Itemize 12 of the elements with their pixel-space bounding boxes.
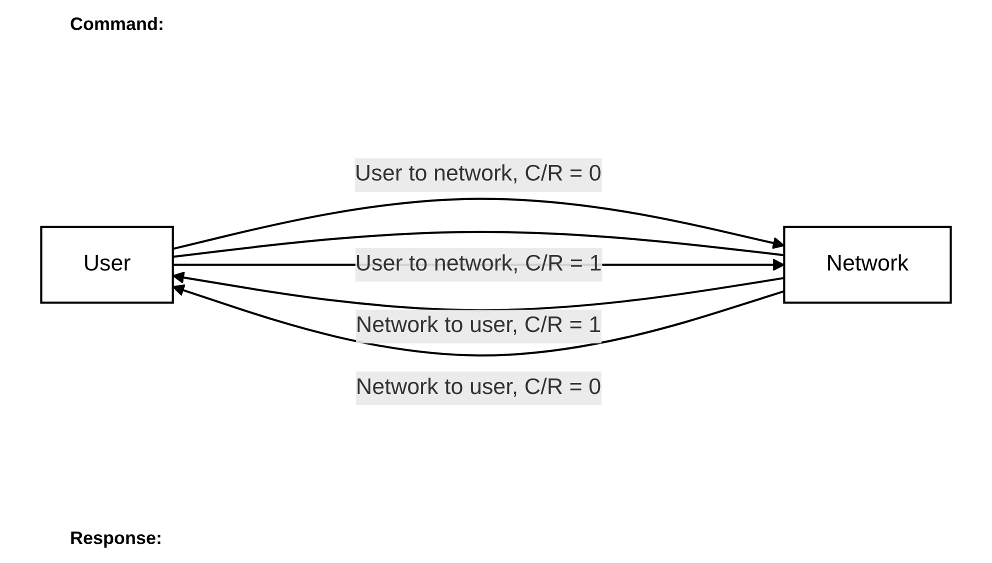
edge-label: User to network, C/R = 1: [355, 252, 602, 276]
node-box: Network: [783, 226, 952, 304]
arrow: [172, 271, 784, 311]
arrow: [172, 198, 785, 250]
edge-label: User to network, C/R = 0: [354, 162, 602, 186]
connector: [172, 230, 784, 258]
arrow: [172, 284, 785, 356]
response-label: Response:: [70, 528, 162, 549]
command-label: Command:: [70, 14, 164, 35]
edge-label: Network to user, C/R = 0: [356, 375, 602, 400]
node-box: User: [40, 226, 174, 304]
edge-label: Network to user, C/R = 1: [356, 314, 602, 338]
